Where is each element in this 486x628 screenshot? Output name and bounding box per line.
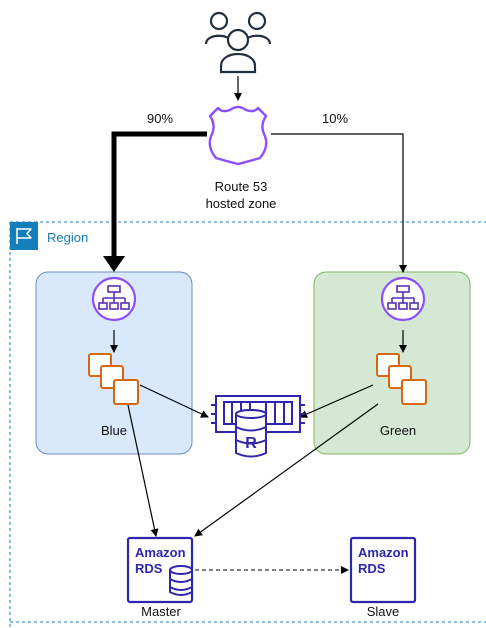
green-weight-label: 10% xyxy=(322,111,349,126)
rds-master-label: Master xyxy=(141,604,181,619)
rds-master-brand-line2: RDS xyxy=(135,561,163,576)
green-label: Green xyxy=(379,423,417,438)
green-traffic-arrow xyxy=(271,133,407,273)
load-balancer-icon xyxy=(91,276,137,322)
route53-label-line2: hosted zone xyxy=(205,196,277,211)
redis-letter: R xyxy=(245,435,257,452)
rds-slave-icon: Amazon RDS xyxy=(349,536,417,604)
load-balancer-icon xyxy=(380,276,426,322)
ec2-instances-icon xyxy=(376,353,427,405)
connectors xyxy=(103,76,407,574)
flag-icon xyxy=(10,222,38,250)
rds-slave-brand-line1: Amazon xyxy=(358,545,409,560)
region-boundary xyxy=(9,221,486,628)
route53-label-line1: Route 53 xyxy=(214,179,268,194)
ec2-instances-icon xyxy=(88,353,139,405)
users-group-icon xyxy=(204,11,272,74)
elasticache-redis-icon: R xyxy=(211,395,305,458)
region-label: Region xyxy=(47,230,89,245)
rds-slave-label: Slave xyxy=(366,604,400,619)
blue-label: Blue xyxy=(100,423,128,438)
rds-slave-brand-line2: RDS xyxy=(358,561,386,576)
rds-master-icon: Amazon RDS xyxy=(126,536,194,604)
blue-traffic-arrow xyxy=(111,131,207,262)
route53-shield-icon xyxy=(208,105,268,166)
blue-weight-label: 90% xyxy=(147,111,174,126)
rds-master-brand-line1: Amazon xyxy=(135,545,186,560)
